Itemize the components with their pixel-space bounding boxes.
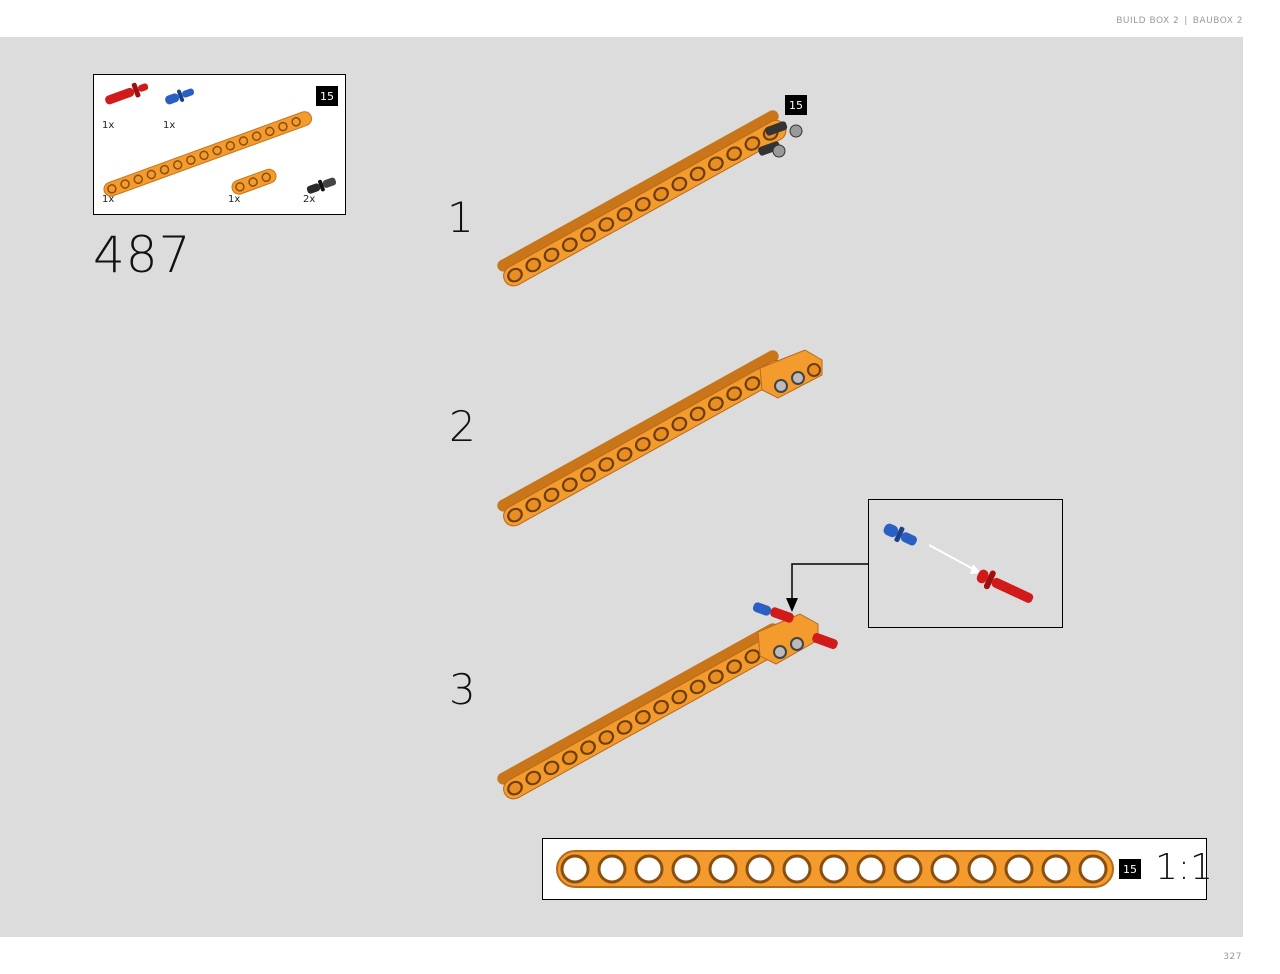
beam-3-part bbox=[231, 168, 277, 195]
page-number: 327 bbox=[1223, 952, 1242, 962]
red-pin-qty: 1x bbox=[102, 120, 115, 131]
black-pin-part bbox=[306, 177, 337, 194]
callout-red-pin bbox=[976, 569, 1034, 603]
beam-15-qty: 1x bbox=[102, 194, 115, 205]
beam-3-qty: 1x bbox=[228, 194, 241, 205]
header-left: BUILD BOX 2 bbox=[1116, 16, 1180, 26]
scale-ratio-label: 1:1 bbox=[1155, 847, 1213, 888]
book-header: BUILD BOX 2 | BAUBOX 2 bbox=[1116, 16, 1243, 26]
header-right: BAUBOX 2 bbox=[1192, 16, 1243, 26]
scale-beam-illustration bbox=[556, 850, 1114, 888]
step-1-black-pins bbox=[758, 121, 803, 158]
step-number-1: 1 bbox=[447, 193, 474, 242]
step-3-beam bbox=[497, 623, 787, 800]
beam-15-part bbox=[103, 111, 313, 197]
sub-assembly-callout bbox=[868, 499, 1063, 628]
callout-insert-line bbox=[928, 544, 976, 571]
step-id: 487 bbox=[93, 226, 192, 284]
step-3-blue-pin bbox=[752, 602, 772, 616]
parts-list-length-badge: 15 bbox=[316, 86, 338, 106]
step-1-length-badge: 15 bbox=[785, 95, 807, 115]
step-number-2: 2 bbox=[449, 402, 476, 451]
step-number-3: 3 bbox=[449, 665, 476, 714]
parts-list-box: 1x 1x 1x 1x 2x 15 bbox=[93, 74, 346, 215]
callout-arrow bbox=[786, 563, 868, 612]
step-2-short-beam bbox=[759, 349, 823, 399]
step-3-red-pin bbox=[770, 607, 838, 650]
step-3-short-beam bbox=[757, 613, 819, 665]
scale-length-badge: 15 bbox=[1119, 859, 1141, 879]
black-pin-qty: 2x bbox=[303, 194, 316, 205]
callout-blue-pin bbox=[883, 523, 917, 546]
step-2-beam bbox=[497, 350, 787, 527]
red-pin-part bbox=[105, 82, 149, 105]
blue-pin-part bbox=[165, 88, 195, 105]
scale-reference-box: 15 1:1 bbox=[542, 838, 1213, 900]
parts-list-illustration bbox=[103, 82, 337, 197]
callout-illustration bbox=[883, 523, 1034, 603]
header-separator: | bbox=[1184, 16, 1188, 26]
blue-pin-qty: 1x bbox=[163, 120, 176, 131]
step-1-beam bbox=[497, 110, 787, 287]
